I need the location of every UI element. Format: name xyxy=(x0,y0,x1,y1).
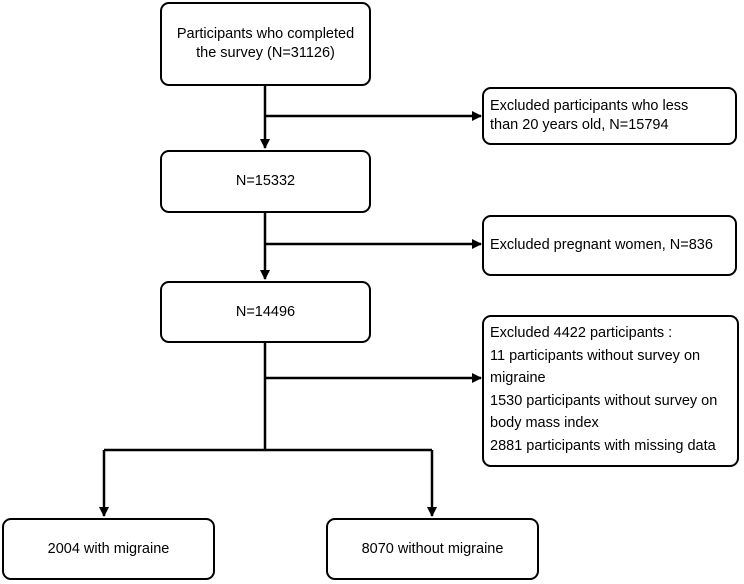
exclude-pregnant-label: Excluded pregnant women, N=836 xyxy=(490,237,713,253)
start-line-1: Participants who completed xyxy=(176,26,355,42)
exclude-missing-box: Excluded 4422 participants : 11 particip… xyxy=(482,315,739,467)
step3-label: N=14496 xyxy=(235,303,296,320)
exclude-missing-line-3: migraine xyxy=(490,370,546,386)
exclude-missing-line-5: body mass index xyxy=(490,415,599,431)
step2-box: N=15332 xyxy=(160,150,371,213)
exclude-age-line-1: Excluded participants who less xyxy=(490,98,689,114)
outcome-migraine-label: 2004 with migraine xyxy=(47,540,170,557)
exclude-missing-line-6: 2881 participants with missing data xyxy=(490,437,716,454)
exclude-age-box: Excluded participants who less than 20 y… xyxy=(482,87,737,145)
outcome-migraine-box: 2004 with migraine xyxy=(2,518,215,580)
exclude-missing-line-1: Excluded 4422 participants : xyxy=(490,325,673,341)
step3-box: N=14496 xyxy=(160,281,371,343)
exclude-missing-line-4: 1530 participants without survey on xyxy=(490,392,718,409)
outcome-no-migraine-label: 8070 without migraine xyxy=(361,540,504,557)
exclude-missing-line-2: 11 participants without survey on xyxy=(490,347,701,364)
step2-label: N=15332 xyxy=(235,173,296,189)
exclude-age-line-2: than 20 years old, N=15794 xyxy=(490,117,669,133)
exclude-pregnant-box: Excluded pregnant women, N=836 xyxy=(482,215,737,276)
outcome-no-migraine-box: 8070 without migraine xyxy=(326,518,539,580)
start-line-2: the survey (N=31126) xyxy=(196,45,335,61)
start-box: Participants who completed the survey (N… xyxy=(160,2,371,86)
